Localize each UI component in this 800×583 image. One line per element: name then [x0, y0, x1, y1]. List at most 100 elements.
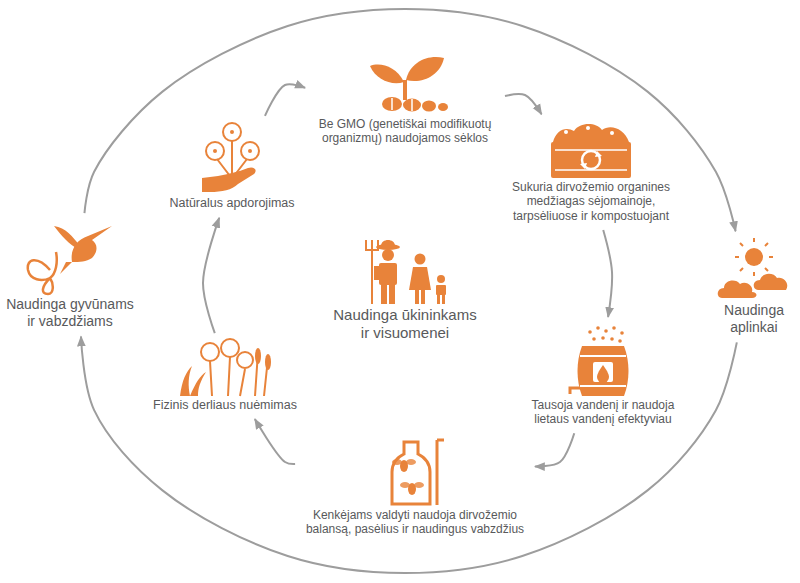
water-barrel-icon: [596, 326, 600, 330]
cycle-arrow: [535, 433, 574, 466]
practice-step: Be GMO (genetiškai modifikuotų organizmų…: [310, 55, 500, 148]
seedling-icon: [392, 98, 412, 111]
people-icon: [415, 254, 426, 265]
people-icon: [437, 295, 440, 304]
water-barrel-icon: [604, 329, 608, 333]
water-barrel-icon: [570, 388, 580, 394]
seedling-icon: [370, 57, 448, 112]
insect-trap-icon: [400, 482, 410, 488]
insect-trap-icon: [414, 482, 424, 488]
water-barrel-icon: [618, 339, 622, 343]
sun-cloud-icon: [745, 248, 763, 266]
bird-butterfly-icon: [54, 226, 80, 250]
compost-icon: [551, 142, 631, 178]
processing-hand-icon: [241, 142, 259, 160]
harvest-plants-icon: [201, 343, 219, 361]
people-icon: [437, 275, 445, 283]
node-label: Natūralus apdorojimas: [157, 196, 307, 211]
people-icon: [366, 240, 378, 304]
node-label: Kenkėjams valdyti naudoja dirvožemio bal…: [300, 508, 530, 537]
processing-hand-icon: [202, 167, 256, 192]
seedling-icon: [370, 65, 404, 84]
people-icon: [415, 290, 419, 304]
node-label: Be GMO (genetiškai modifikuotų organizmų…: [310, 117, 500, 146]
sun-cloud-icon: [735, 238, 773, 276]
harvest-plants-icon: [210, 357, 245, 396]
water-barrel-icon: [592, 337, 596, 341]
water-barrel-icon: [620, 331, 624, 335]
node-label: Sukuria dirvožemio organines medžiagas s…: [500, 180, 682, 223]
harvest-plants-icon: [265, 354, 271, 370]
compost-icon: [586, 126, 590, 130]
processing-hand-icon: [202, 123, 259, 192]
people-icon: [366, 240, 446, 304]
cycle-arrow: [265, 84, 305, 116]
processing-hand-icon: [230, 130, 234, 134]
bird-butterfly-icon: [28, 252, 57, 294]
water-barrel-icon: [593, 362, 613, 382]
water-barrel-icon: [578, 346, 629, 396]
processing-hand-icon: [206, 142, 224, 160]
practice-step: Natūralus apdorojimas: [157, 120, 307, 213]
people-icon: [379, 263, 397, 285]
water-barrel-icon: [570, 326, 629, 396]
harvest-plants-icon: [180, 366, 206, 396]
seedling-icon: [422, 101, 436, 112]
outer-cycle-arrow: [84, 9, 735, 231]
bird-butterfly-icon: [60, 262, 72, 274]
node-label: Tausoja vandenį ir naudoja lietaus vande…: [513, 398, 693, 427]
harvest-plants-icon: [221, 339, 239, 357]
compost-icon: [551, 124, 631, 178]
seedling-icon: [403, 80, 407, 100]
compost-icon: [564, 130, 568, 134]
people-icon: [409, 267, 431, 290]
water-barrel-icon: [588, 330, 592, 334]
processing-hand-icon: [213, 149, 217, 153]
water-barrel-icon: [610, 337, 614, 341]
people-icon: [374, 266, 379, 280]
insect-trap-icon: [392, 442, 430, 504]
people-icon: [381, 285, 387, 304]
harvest-plants-icon: [255, 348, 261, 364]
water-barrel-icon: [580, 356, 626, 386]
people-icon: [442, 295, 445, 304]
bird-butterfly-icon: [28, 226, 112, 294]
water-barrel-icon: [612, 326, 616, 330]
practice-step: Sukuria dirvožemio organines medžiagas s…: [500, 118, 682, 225]
cycle-arrow: [255, 419, 295, 464]
compost-icon: [580, 151, 602, 169]
people-icon: [389, 285, 395, 304]
benefit-node: Naudinga aplinkai: [714, 236, 794, 338]
people-icon: [381, 240, 395, 246]
benefit-node: Naudinga gyvūnams ir vabzdžiams: [2, 218, 138, 332]
compost-icon: [555, 150, 627, 170]
seedling-icon: [438, 103, 448, 111]
harvest-plants-icon: [237, 352, 253, 368]
sun-cloud-icon: [718, 281, 757, 298]
processing-hand-icon: [248, 149, 252, 153]
sun-cloud-icon: [718, 238, 788, 298]
cycle-arrow: [603, 230, 612, 317]
cycle-arrow: [203, 218, 219, 333]
people-icon: [421, 290, 425, 304]
central-benefit: Naudinga ūkininkams ir visuomenei: [330, 234, 480, 344]
practice-step: Tausoja vandenį ir naudoja lietaus vande…: [513, 322, 693, 429]
insect-trap-icon: [392, 459, 402, 465]
insect-trap-icon: [406, 459, 416, 465]
harvest-plants-icon: [180, 339, 271, 396]
insect-trap-icon: [437, 440, 444, 505]
compost-icon: [553, 124, 629, 142]
seedling-icon: [406, 57, 444, 81]
people-icon: [382, 249, 394, 261]
water-barrel-icon: [597, 365, 609, 383]
insect-trap-icon: [392, 440, 444, 505]
water-barrel-icon: [601, 336, 605, 340]
outer-cycle-arrow: [81, 337, 737, 573]
node-label: Naudinga gyvūnams ir vabzdžiams: [2, 296, 138, 330]
people-icon: [436, 285, 446, 295]
sun-cloud-icon: [754, 274, 788, 290]
node-label: Naudinga aplinkai: [714, 302, 794, 336]
practice-step: Kenkėjams valdyti naudoja dirvožemio bal…: [300, 438, 530, 539]
